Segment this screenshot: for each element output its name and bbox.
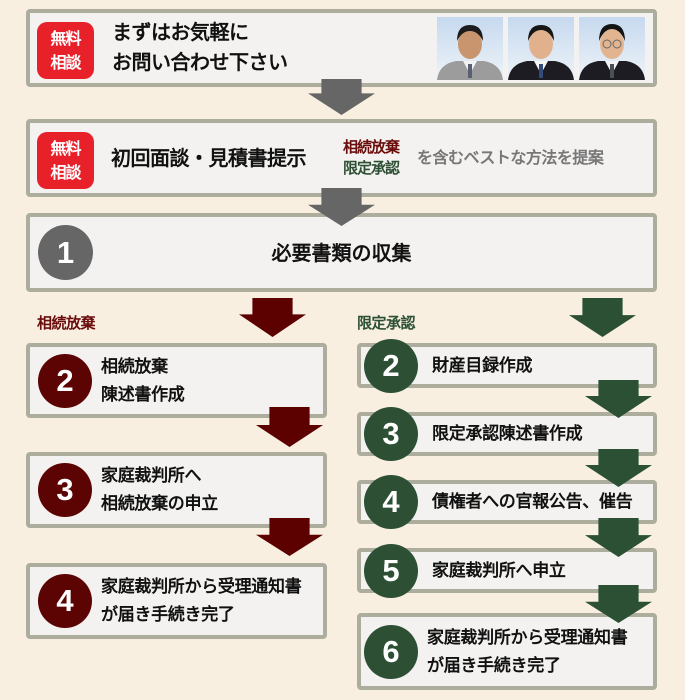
down-arrow-icon [585, 380, 652, 418]
step-number: 2 [382, 347, 400, 383]
step-text: 家庭裁判所へ申立 [432, 557, 566, 585]
step-number-circle: 4 [364, 475, 418, 529]
free-consultation-badge: 無料 相談 [37, 132, 94, 189]
down-arrow-icon [256, 518, 323, 556]
step-text: 財産目録作成 [432, 352, 533, 380]
step-text-line: 相続放棄 [101, 356, 168, 377]
step-number: 2 [56, 362, 74, 398]
down-arrow-icon [585, 518, 652, 557]
contact-message: まずはお気軽に お問い合わせ下さい [112, 17, 288, 77]
step-number: 3 [382, 416, 400, 451]
step-text-line: 財産目録作成 [432, 355, 533, 376]
badge-line: 無料 [50, 138, 81, 158]
limited-approval-step-6: 6 家庭裁判所から受理通知書 が届き手続き完了 [357, 613, 657, 690]
staff-photo-icon [437, 17, 503, 80]
step-number-circle: 2 [364, 338, 418, 393]
free-consultation-badge: 無料 相談 [37, 22, 94, 79]
staff-photo [579, 17, 645, 80]
step-text: 家庭裁判所から受理通知書 が届き手続き完了 [101, 573, 302, 629]
step-number: 6 [382, 633, 400, 669]
renunciation-step-3: 3 家庭裁判所へ 相続放棄の申立 [26, 452, 327, 528]
step-number: 5 [382, 552, 400, 588]
step-text-line: 家庭裁判所から受理通知書 [101, 577, 302, 597]
down-arrow-icon [239, 298, 306, 337]
step-text-line: 相続放棄の申立 [101, 494, 218, 514]
down-arrow-icon [308, 188, 375, 226]
step-number: 3 [56, 472, 74, 507]
consultation-options: 相続放棄 限定承認 [343, 137, 400, 179]
step-text: 債権者への官報公告、催告 [432, 488, 633, 516]
step-text: 相続放棄 陳述書作成 [101, 353, 185, 409]
step-number: 4 [382, 484, 400, 519]
staff-photo [437, 17, 503, 80]
badge-line: 無料 [50, 28, 81, 48]
step-text-line: 家庭裁判所へ申立 [432, 560, 566, 581]
renunciation-step-2: 2 相続放棄 陳述書作成 [26, 343, 327, 418]
staff-photo-icon [579, 17, 645, 80]
step-number: 1 [56, 234, 75, 270]
step-1-label: 必要書類の収集 [271, 240, 412, 265]
step-number-circle: 5 [364, 543, 418, 598]
limited-approval-step-3: 3 限定承認陳述書作成 [357, 407, 657, 461]
down-arrow-icon [585, 585, 652, 623]
option-renunciation: 相続放棄 [343, 138, 400, 156]
contact-line-1: まずはお気軽に [112, 20, 249, 44]
option-limited-approval: 限定承認 [343, 159, 400, 177]
step-number: 4 [56, 583, 74, 618]
limited-approval-heading: 限定承認 [357, 314, 416, 332]
contact-line-2: お問い合わせ下さい [112, 50, 288, 74]
step-1-box: 1 必要書類の収集 [26, 213, 657, 292]
step-text-line: 陳述書作成 [101, 384, 185, 405]
step-text: 家庭裁判所から受理通知書 が届き手続き完了 [427, 624, 628, 680]
step-text-line: 家庭裁判所へ [101, 466, 202, 486]
consultation-suffix: を含むベストな方法を提案 [417, 148, 604, 167]
step-number-circle: 1 [38, 225, 93, 280]
renunciation-step-4: 4 家庭裁判所から受理通知書 が届き手続き完了 [26, 563, 327, 639]
step-number-circle: 6 [364, 624, 418, 679]
step-number-circle: 2 [38, 353, 92, 408]
step-text-line: が届き手続き完了 [101, 605, 235, 625]
staff-photo-icon [508, 17, 574, 80]
consultation-title: 初回面談・見積書提示 [111, 146, 307, 170]
down-arrow-icon [585, 449, 652, 487]
limited-approval-step-4: 4 債権者への官報公告、催告 [357, 475, 657, 529]
badge-line: 相談 [50, 52, 81, 72]
step-number-circle: 3 [364, 407, 418, 461]
step-text-line: 家庭裁判所から受理通知書 [427, 627, 628, 648]
step-text-line: 限定承認陳述書作成 [432, 424, 583, 444]
step-number-circle: 3 [38, 463, 92, 517]
badge-line: 相談 [50, 162, 81, 182]
staff-photo [508, 17, 574, 80]
down-arrow-icon [308, 79, 375, 115]
renunciation-heading: 相続放棄 [37, 314, 96, 332]
step-number-circle: 4 [38, 574, 92, 628]
step-text: 家庭裁判所へ 相続放棄の申立 [101, 462, 218, 518]
down-arrow-icon [569, 298, 636, 337]
step-text-line: が届き手続き完了 [427, 655, 561, 676]
step-text-line: 債権者への官報公告、催告 [432, 492, 633, 512]
down-arrow-icon [256, 407, 323, 447]
step-text: 限定承認陳述書作成 [432, 420, 583, 448]
